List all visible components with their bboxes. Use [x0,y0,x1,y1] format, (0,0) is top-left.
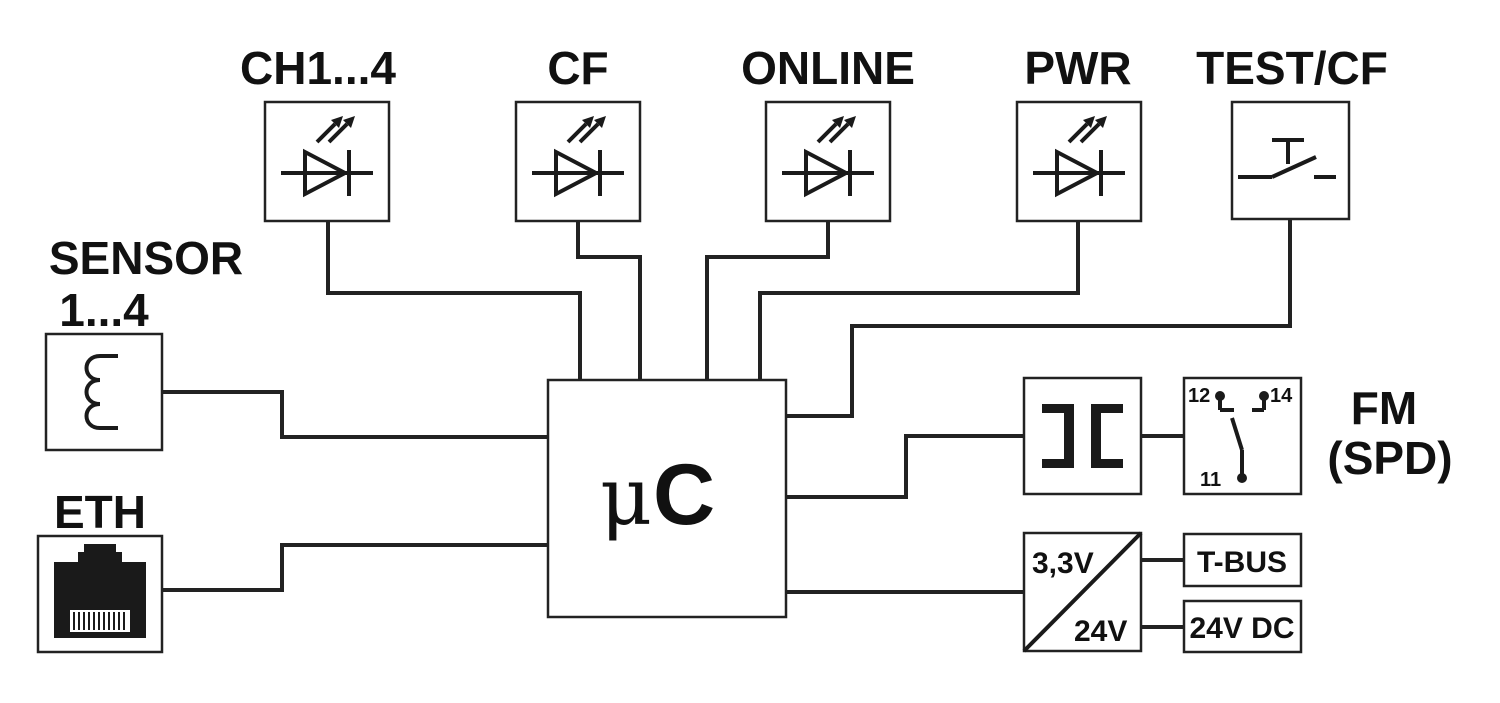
cf-wire [576,221,642,380]
relay-pin-12: 12 [1188,385,1210,407]
fm-wire [786,434,1024,499]
test-button-box [1230,100,1351,221]
dc-output-label: 24V DC [1189,612,1294,645]
led-icon [1033,116,1125,198]
converter-output-label: 24V [1074,615,1127,648]
mcu-mu-symbol: μ [600,450,652,543]
online-wire [705,221,830,380]
eth-label: ETH [54,486,146,538]
eth-box [36,534,164,654]
ch-wire [326,221,582,380]
microcontroller-box: μ C [546,378,788,619]
relay-pin-14: 14 [1270,385,1293,407]
led-icon [532,116,624,198]
sensor-label: SENSOR [49,232,243,284]
cf-label: CF [547,42,608,94]
sensor-wire [162,390,548,439]
ethernet-port-icon [54,544,146,638]
dc-output-box: 24V DC [1182,599,1303,654]
test-cf-label: TEST/CF [1196,42,1388,94]
pwr-label: PWR [1024,42,1131,94]
tbus-box: T-BUS [1182,532,1303,588]
pwr-wire [758,221,1080,380]
isolation-icon [1042,404,1123,468]
sensor-range-label: 1...4 [59,284,149,336]
relay-box: 12 14 11 [1182,376,1303,496]
led-online-box [764,100,892,223]
led-icon [782,116,874,198]
fm-spd-label: (SPD) [1327,432,1452,484]
coil-icon [84,354,118,430]
fm-label: FM [1351,382,1417,434]
led-cf-box [514,100,642,223]
converter-diagonal [1022,531,1143,653]
tbus-label: T-BUS [1197,546,1287,579]
sensor-box [44,332,164,452]
isolator-box [1022,376,1143,496]
test-wire [786,219,1292,418]
changeover-contact-icon [1215,391,1269,483]
eth-wire [162,543,548,592]
mcu-c-symbol: C [653,447,715,543]
converter-input-label: 3,3V [1032,547,1094,580]
push-button-switch-icon [1238,138,1336,179]
led-ch-box [263,100,391,223]
wires [162,219,1292,629]
converter-box: 3,3V 24V [1022,531,1143,653]
ch-label: CH1...4 [240,42,396,94]
led-icon [281,116,373,198]
relay-pin-11: 11 [1200,469,1221,491]
led-pwr-box [1015,100,1143,223]
online-label: ONLINE [741,42,915,94]
